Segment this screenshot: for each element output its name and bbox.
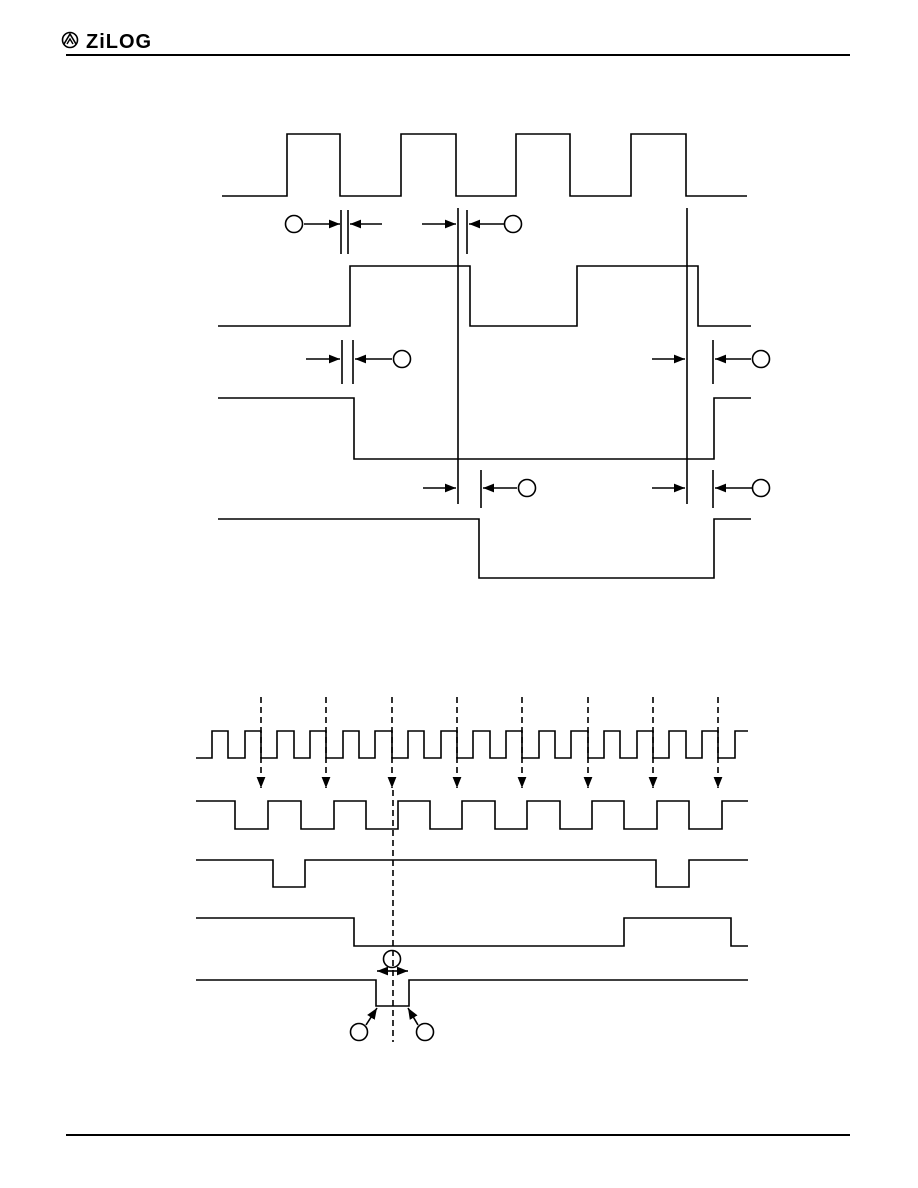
lower-fast-clock-waveform [196,730,748,759]
callout-circle-icon [517,478,537,498]
header: ZiLOG [61,31,850,56]
callout-circle-icon [751,349,771,369]
rising-edge-arrow [365,1007,378,1026]
zilog-logo-text: ZiLOG [86,31,152,53]
callout-circle-icon [382,949,402,969]
lower-pulse-waveform [196,979,748,1007]
callout-circle-icon [415,1022,435,1042]
callout-circle-icon [392,349,412,369]
upper-signal-3-waveform [218,397,751,460]
callout-circle-icon [349,1022,369,1042]
upper-clock-waveform [222,133,747,197]
upper-signal-2-waveform [218,265,751,327]
callout-circle-icon [284,214,304,234]
zilog-logo-icon [61,31,79,49]
lower-half-clock-waveform [196,800,748,830]
callout-circle-icon [751,478,771,498]
upper-signal-4-waveform [218,518,751,579]
lower-strobe-waveform [196,859,748,888]
callout-circle-icon [503,214,523,234]
upper-timing-diagram [218,133,771,579]
lower-enable-waveform [196,917,748,947]
lower-timing-diagram [196,697,748,1042]
falling-edge-arrow [407,1007,419,1026]
sampling-markers [256,697,723,1042]
